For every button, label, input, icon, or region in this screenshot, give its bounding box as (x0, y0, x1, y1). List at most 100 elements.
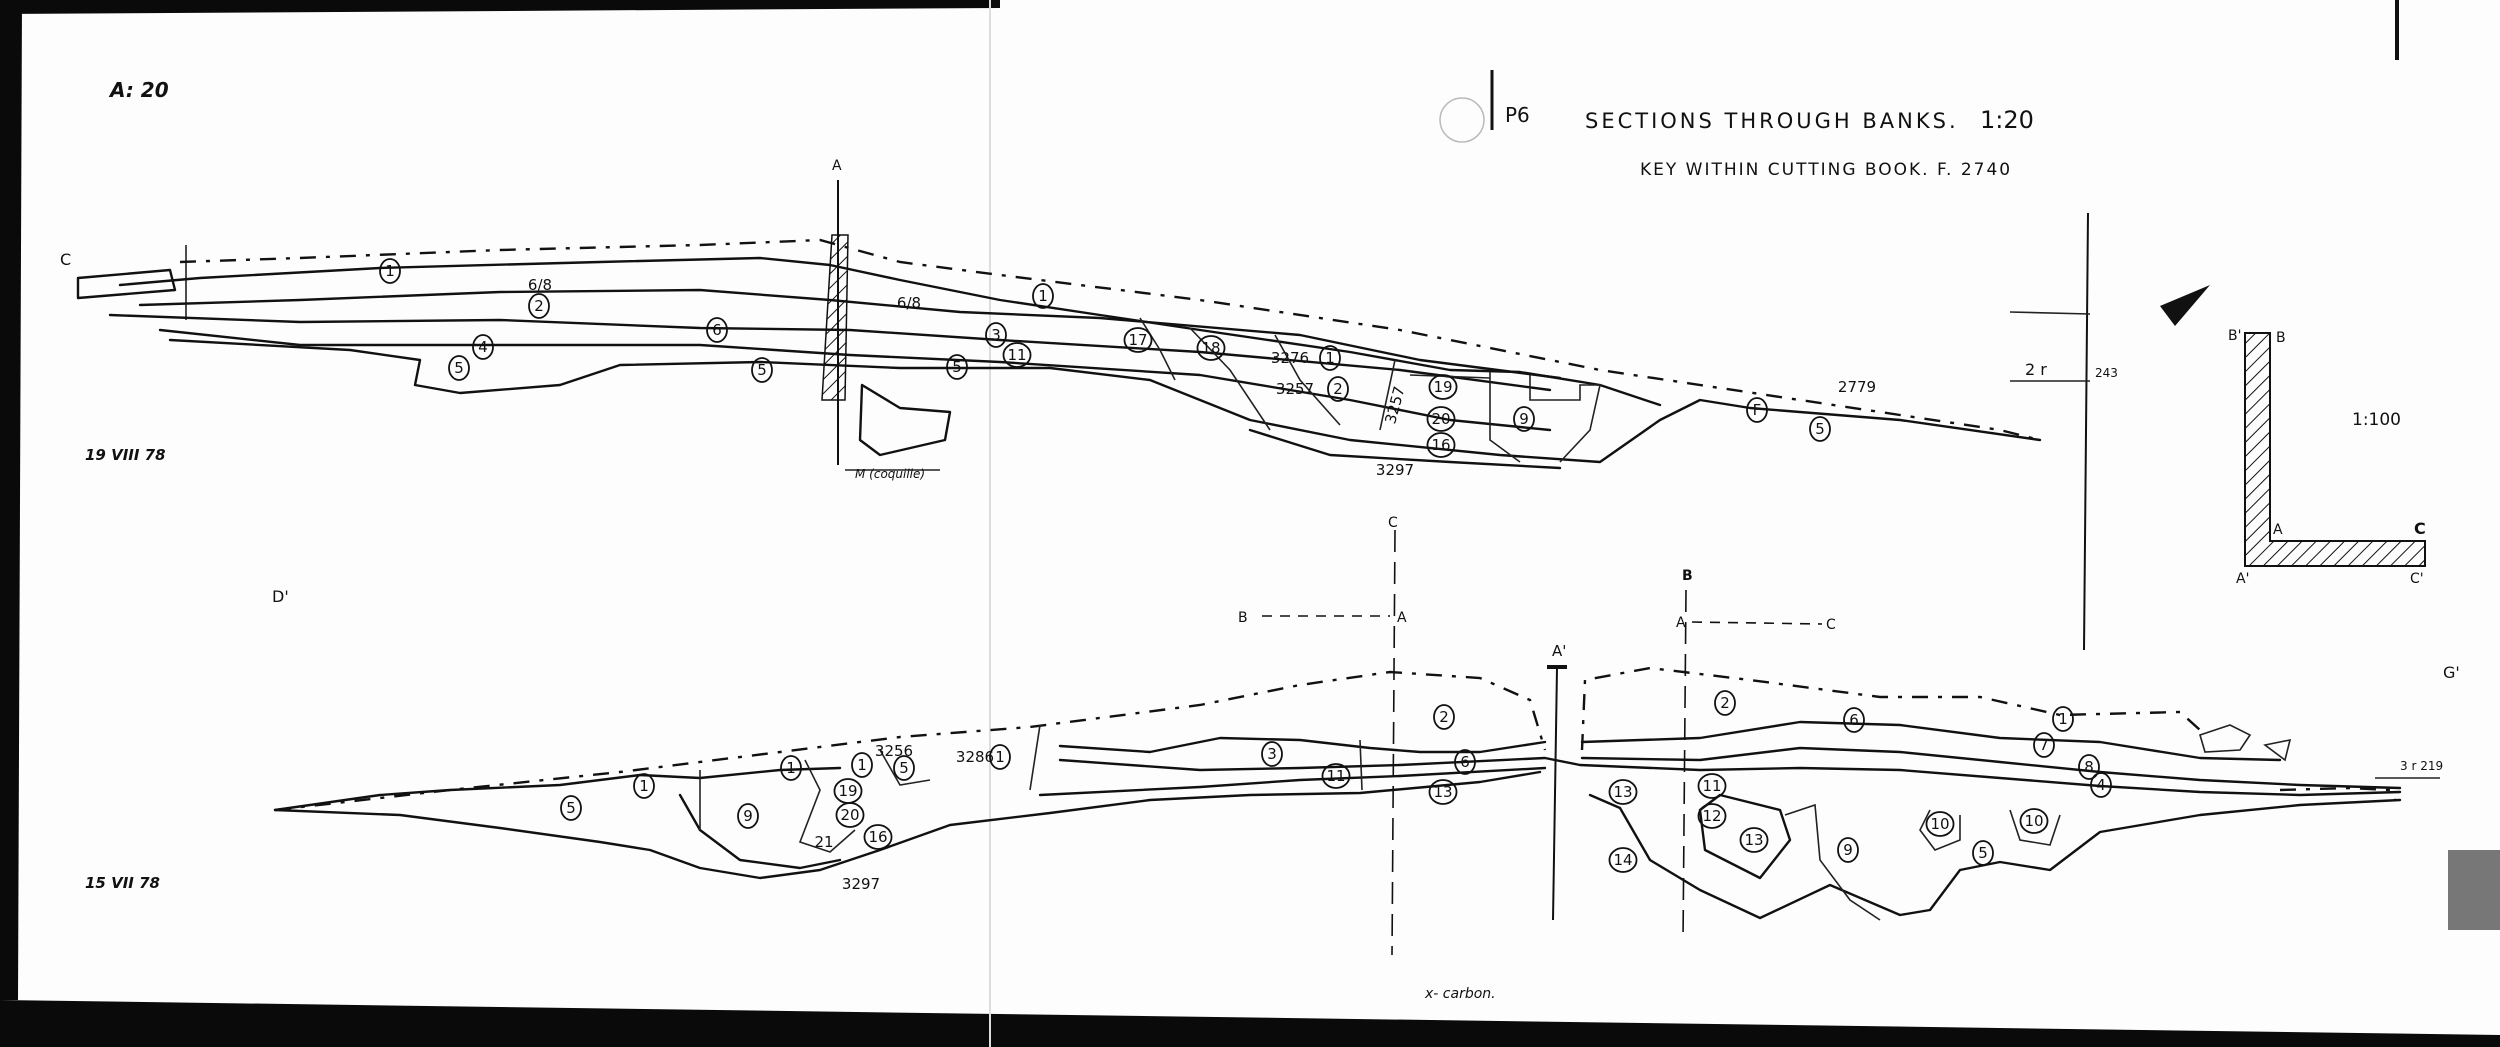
layer-number-ring (706, 317, 728, 343)
upper-layer-line (138, 288, 1562, 380)
upper-note: M (coquille) (855, 467, 925, 481)
layer-number-ring (780, 755, 802, 781)
layer-number-ring (1433, 704, 1455, 730)
section-line-c (1391, 529, 1396, 956)
layer-number-ring (379, 258, 401, 284)
layer-number: 21 (814, 833, 833, 851)
upper-layer-line (118, 256, 1662, 407)
layer-number-ring (1196, 335, 1226, 361)
layer-number: 5 (454, 359, 464, 377)
upper-base-line (1248, 428, 1562, 470)
lower-layer-line (1058, 756, 2402, 797)
drawing-title: SECTIONS THROUGH BANKS. (1585, 109, 1959, 133)
datum-vertical-line (2083, 212, 2089, 651)
layer-number: 4 (478, 338, 488, 356)
carbon-legend: x- carbon. (1424, 986, 1496, 1002)
layer-number: 11 (1326, 767, 1345, 785)
section-line-a-c (1691, 621, 1823, 625)
lower-cut-line (879, 749, 931, 786)
sheet-scale: A: 20 (108, 78, 169, 102)
lower-datum-label: 3 r 219 (2400, 759, 2443, 773)
layer-number-ring (1739, 827, 1769, 853)
layer-number-ring (1697, 773, 1727, 799)
key-corner: A (2273, 522, 2283, 538)
lower-base-line (1588, 793, 2402, 920)
layer-number: 6 (1460, 753, 1470, 771)
layer-number-ring (1426, 432, 1456, 458)
layer-number: 6 (712, 321, 722, 339)
layer-number: 1 (385, 262, 395, 280)
layer-number-ring (737, 803, 759, 829)
layer-number: 6 (1849, 711, 1859, 729)
context-label: 3257 (1381, 384, 1408, 426)
datum-value: 243 (2095, 366, 2118, 380)
layer-number: 5 (1978, 844, 1988, 862)
upper-cut-line (1529, 375, 1601, 463)
layer-number: 1 (2058, 710, 2068, 728)
layer-number-ring (2033, 732, 2055, 758)
stone-inclusions (2199, 724, 2292, 762)
upper-section-marker: A (832, 158, 842, 174)
layer-number: 16 (1431, 436, 1450, 454)
layer-number: 5 (952, 358, 962, 376)
section-marker: C (1826, 617, 1836, 633)
layer-number-ring (1513, 406, 1535, 432)
drawing-subtitle: KEY WITHIN CUTTING BOOK. F. 2740 (1640, 160, 2012, 180)
north-arrow-icon (2160, 285, 2210, 326)
lower-pit-outline (2009, 809, 2061, 846)
layer-number: 5 (899, 759, 909, 777)
lower-ground-surface (274, 670, 1547, 812)
layer-number-ring (1837, 837, 1859, 863)
layer-number-ring (863, 824, 893, 850)
layer-number: 9 (1519, 410, 1529, 428)
layer-number-ring (1032, 283, 1054, 309)
section-line-b (1682, 589, 1687, 943)
upper-date: 19 VIII 78 (85, 446, 166, 464)
layer-number-ring (633, 773, 655, 799)
layer-number-ring (1714, 690, 1736, 716)
section-marker: B (1238, 610, 1248, 626)
layer-number-ring (2052, 706, 2074, 732)
upper-section: C 19 VIII 78 A M (coquille) 3276 3257 32… (60, 158, 2042, 481)
context-label: 3286 (956, 748, 994, 766)
lower-cut-line (798, 759, 856, 853)
lower-end-label: G' (2443, 663, 2460, 682)
layer-number: 4 (2096, 776, 2106, 794)
layer-number: 2 (1720, 694, 1730, 712)
upper-cut-line (1189, 327, 1271, 431)
layer-number-ring (989, 744, 1011, 770)
layer-number-ring (1697, 803, 1727, 829)
layer-number: F (1753, 401, 1762, 419)
section-marker: A (1676, 615, 1686, 631)
upper-cut-line (1489, 372, 1521, 463)
layer-number: 17 (1128, 331, 1147, 349)
key-plan: B' B A A' C C' 1:100 (2228, 328, 2426, 587)
section-marker: A' (1552, 642, 1566, 660)
upper-cut-line (1139, 317, 1176, 381)
lower-pit-line (678, 793, 842, 870)
layer-number: 20 (840, 806, 859, 824)
datum-reference: 2 r 243 (2009, 212, 2210, 651)
key-plan-hatched-l (2244, 332, 2426, 567)
scan-border-left (0, 0, 22, 1000)
lower-ground-surface (2279, 786, 2397, 801)
layer-number: 14 (1613, 851, 1632, 869)
layer-number-ring (560, 795, 582, 821)
layer-number: 1 (1038, 287, 1048, 305)
layer-number: 3 (1267, 745, 1277, 763)
layer-number: 19 (838, 782, 857, 800)
layer-number: 3 (991, 326, 1001, 344)
upper-cut-line (1274, 334, 1341, 426)
layer-number: 1 (786, 759, 796, 777)
layer-number-ring (1428, 374, 1458, 400)
context-label: 3297 (842, 875, 880, 893)
upper-stone-block (76, 268, 177, 300)
lower-cut-line (1029, 724, 1041, 791)
layer-number-ring (851, 752, 873, 778)
layer-number-ring (893, 755, 915, 781)
key-plan-scale: 1:100 (2352, 410, 2401, 430)
layer-number: 20 (1431, 410, 1450, 428)
layer-number-ring (448, 355, 470, 381)
layer-number-ring (1123, 327, 1153, 353)
layer-number-ring (2090, 772, 2112, 798)
